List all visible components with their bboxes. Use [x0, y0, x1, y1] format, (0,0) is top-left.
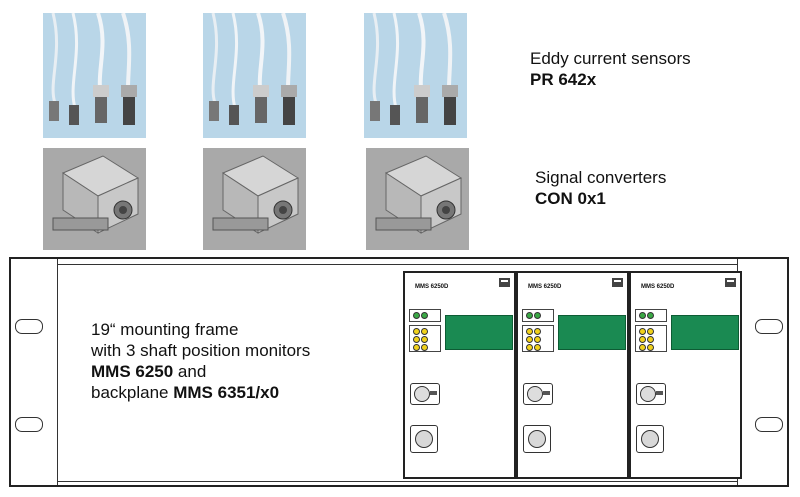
mounting-slot-top-left — [15, 319, 43, 334]
converter-photo-2 — [203, 148, 306, 250]
led-yellow-icon — [534, 328, 541, 335]
epro-logo-icon — [499, 278, 510, 287]
sensors-caption-model: PR 642x — [530, 70, 597, 89]
selector-knob — [523, 383, 553, 405]
led-green-icon — [639, 312, 646, 319]
module-display — [558, 315, 626, 350]
status-led-panel — [635, 309, 667, 322]
converters-caption-title: Signal converters — [535, 168, 667, 187]
selector-knob — [636, 383, 666, 405]
epro-logo-icon — [725, 278, 736, 287]
led-green-icon — [647, 312, 654, 319]
led-yellow-icon — [421, 328, 428, 335]
module-display — [445, 315, 513, 350]
socket-icon — [415, 430, 433, 448]
module-label: MMS 6250D — [528, 284, 562, 290]
led-yellow-icon — [413, 336, 420, 343]
led-green-icon — [421, 312, 428, 319]
connector-socket — [523, 425, 551, 453]
frame-caption: 19“ mounting frame with 3 shaft position… — [91, 319, 310, 403]
status-led-panel — [522, 309, 554, 322]
frame-caption-line1: 19“ mounting frame — [91, 320, 239, 339]
connector-socket — [410, 425, 438, 453]
knob-mark-icon — [430, 391, 437, 395]
socket-icon — [528, 430, 546, 448]
converter-photo-3 — [366, 148, 469, 250]
mounting-slot-bottom-right — [755, 417, 783, 432]
converter-photo-1 — [43, 148, 146, 250]
sensors-caption-title: Eddy current sensors — [530, 49, 691, 68]
led-yellow-icon — [526, 336, 533, 343]
frame-caption-line2: with 3 shaft position monitors — [91, 341, 311, 360]
mounting-slot-bottom-left — [15, 417, 43, 432]
led-yellow-icon — [413, 344, 420, 351]
sensors-caption: Eddy current sensors PR 642x — [530, 48, 691, 90]
led-yellow-icon — [647, 328, 654, 335]
led-yellow-icon — [534, 344, 541, 351]
status-led-panel — [409, 309, 441, 322]
led-yellow-icon — [526, 344, 533, 351]
frame-caption-line3: MMS 6250 and — [91, 362, 207, 381]
monitor-module-3: MMS 6250D — [629, 271, 742, 479]
led-green-icon — [534, 312, 541, 319]
sensor-photo-2 — [203, 13, 306, 138]
led-yellow-icon — [639, 336, 646, 343]
module-display — [671, 315, 739, 350]
led-yellow-icon — [526, 328, 533, 335]
knob-mark-icon — [543, 391, 550, 395]
left-ear-divider — [57, 259, 58, 485]
module-label: MMS 6250D — [415, 284, 449, 290]
sensor-photo-3 — [364, 13, 467, 138]
socket-icon — [641, 430, 659, 448]
led-yellow-icon — [639, 344, 646, 351]
knob-icon — [414, 386, 430, 402]
alarm-led-panel — [635, 325, 667, 352]
knob-icon — [527, 386, 543, 402]
led-yellow-icon — [639, 328, 646, 335]
alarm-led-panel — [522, 325, 554, 352]
frame-caption-line4: backplane MMS 6351/x0 — [91, 383, 280, 402]
epro-logo-icon — [612, 278, 623, 287]
alarm-led-panel — [409, 325, 441, 352]
knob-mark-icon — [656, 391, 663, 395]
knob-icon — [640, 386, 656, 402]
monitor-module-2: MMS 6250D — [516, 271, 629, 479]
led-yellow-icon — [413, 328, 420, 335]
led-yellow-icon — [647, 344, 654, 351]
led-yellow-icon — [534, 336, 541, 343]
led-green-icon — [526, 312, 533, 319]
module-label: MMS 6250D — [641, 284, 675, 290]
connector-socket — [636, 425, 664, 453]
frame-inner-panel — [57, 264, 737, 482]
led-yellow-icon — [647, 336, 654, 343]
led-yellow-icon — [421, 336, 428, 343]
converters-caption-model: CON 0x1 — [535, 189, 606, 208]
mounting-slot-top-right — [755, 319, 783, 334]
monitor-module-1: MMS 6250D — [403, 271, 516, 479]
sensor-photo-1 — [43, 13, 146, 138]
mounting-frame: 19“ mounting frame with 3 shaft position… — [9, 257, 789, 487]
converters-caption: Signal converters CON 0x1 — [535, 167, 666, 209]
led-green-icon — [413, 312, 420, 319]
selector-knob — [410, 383, 440, 405]
led-yellow-icon — [421, 344, 428, 351]
